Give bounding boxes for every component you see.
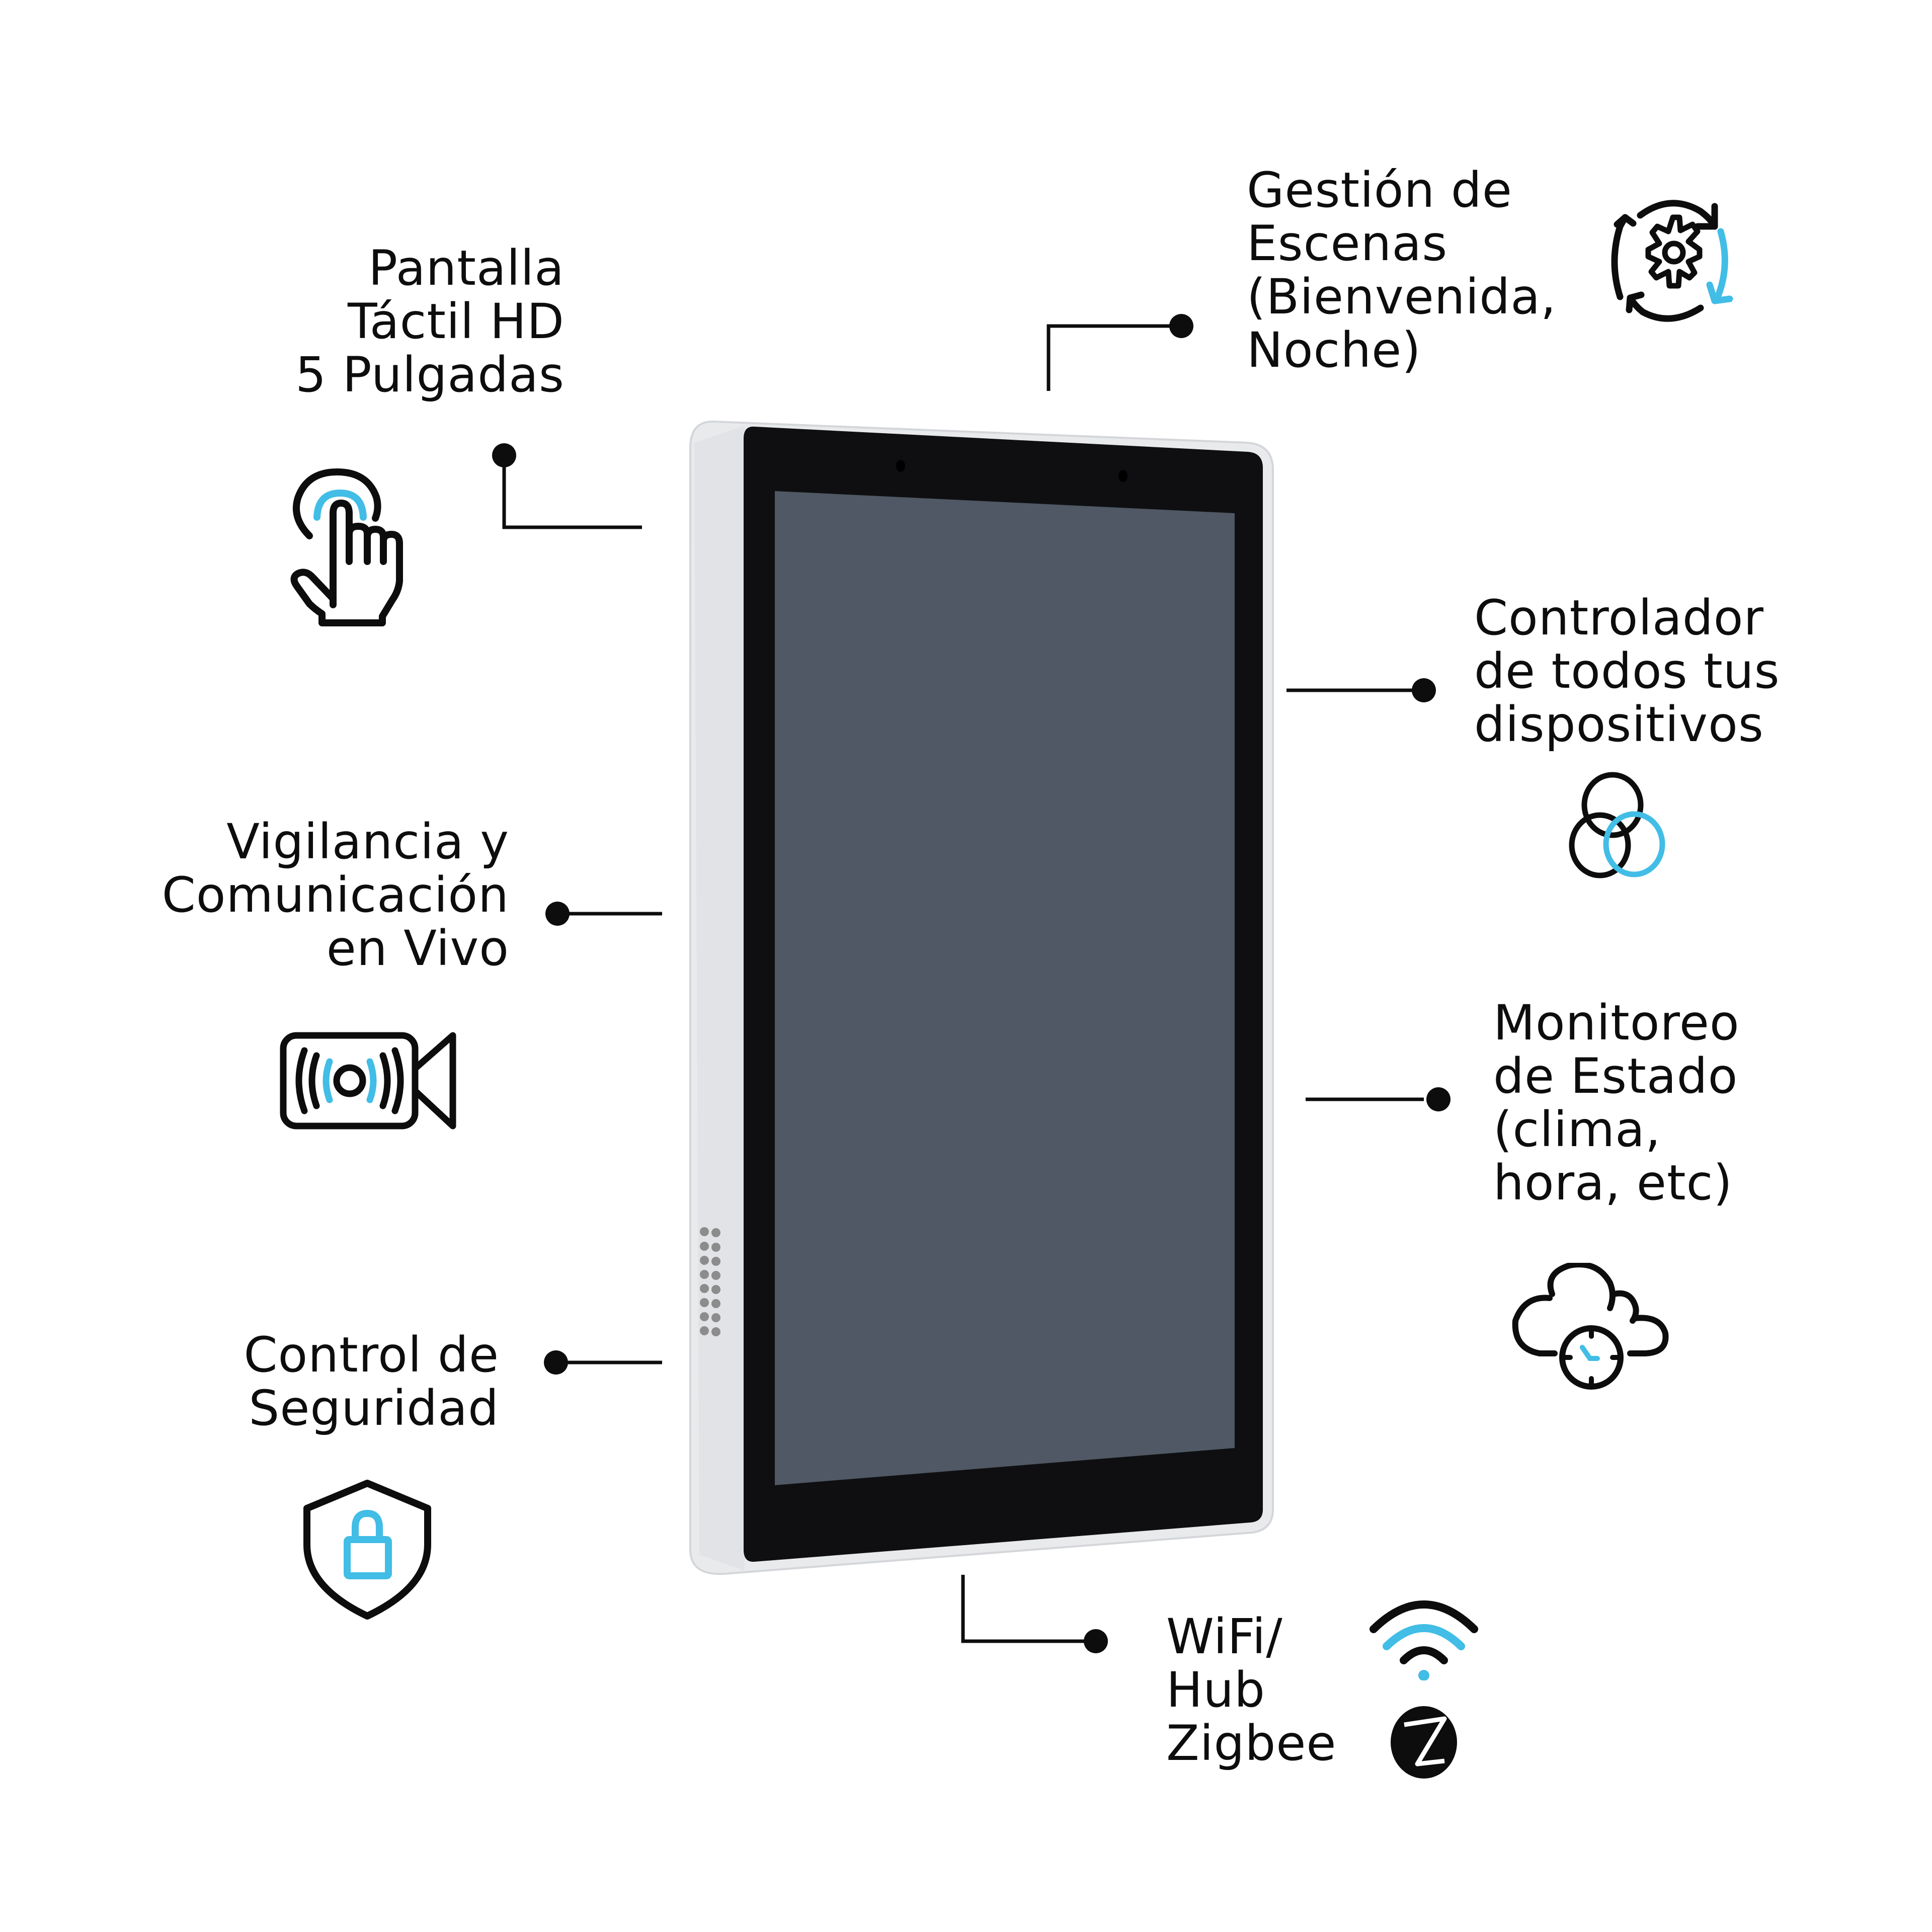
touch-hand-icon [290, 468, 403, 626]
connector-connectivity [961, 1575, 1087, 1643]
connector-dot [1169, 314, 1193, 338]
connector-dot [492, 443, 516, 467]
zigbee-logo-icon [1391, 1706, 1457, 1779]
device-screen [775, 491, 1235, 1485]
feature-label-device-control: Controlador de todos tus dispositivos [1474, 590, 1780, 753]
wifi-icon [1370, 1600, 1478, 1680]
feature-label-security: Control de Seguridad [244, 1327, 499, 1436]
video-camera-icon [280, 1032, 456, 1130]
cloud-clock-icon [1512, 1263, 1669, 1390]
feature-label-touchscreen: Pantalla Táctil HD 5 Pulgadas [295, 240, 565, 403]
feature-label-connectivity: WiFi/ Hub Zigbee [1166, 1608, 1337, 1772]
connector-dot [545, 902, 570, 926]
feature-label-surveillance: Vigilancia y Comunicación en Vivo [162, 814, 509, 977]
connector-dot [1084, 1629, 1108, 1653]
camera-hole-icon [896, 460, 905, 472]
connector-dot [1426, 1087, 1451, 1111]
speaker-grille-icon [700, 1227, 720, 1336]
camera-hole-icon [1118, 470, 1128, 482]
feature-label-scenes: Gestión de Escenas (Bienvenida, Noche) [1247, 162, 1557, 378]
device-side [694, 426, 745, 1571]
connector-touchscreen [502, 455, 642, 529]
gear-refresh-icon [1611, 200, 1733, 322]
connector-scenes [1046, 324, 1180, 391]
connector-dot [544, 1350, 568, 1375]
connector-dot [1412, 678, 1436, 702]
shield-lock-icon [303, 1480, 431, 1620]
interlocking-rings-icon [1569, 772, 1665, 878]
feature-label-status-monitor: Monitoreo de Estado (clima, hora, etc) [1493, 995, 1740, 1211]
